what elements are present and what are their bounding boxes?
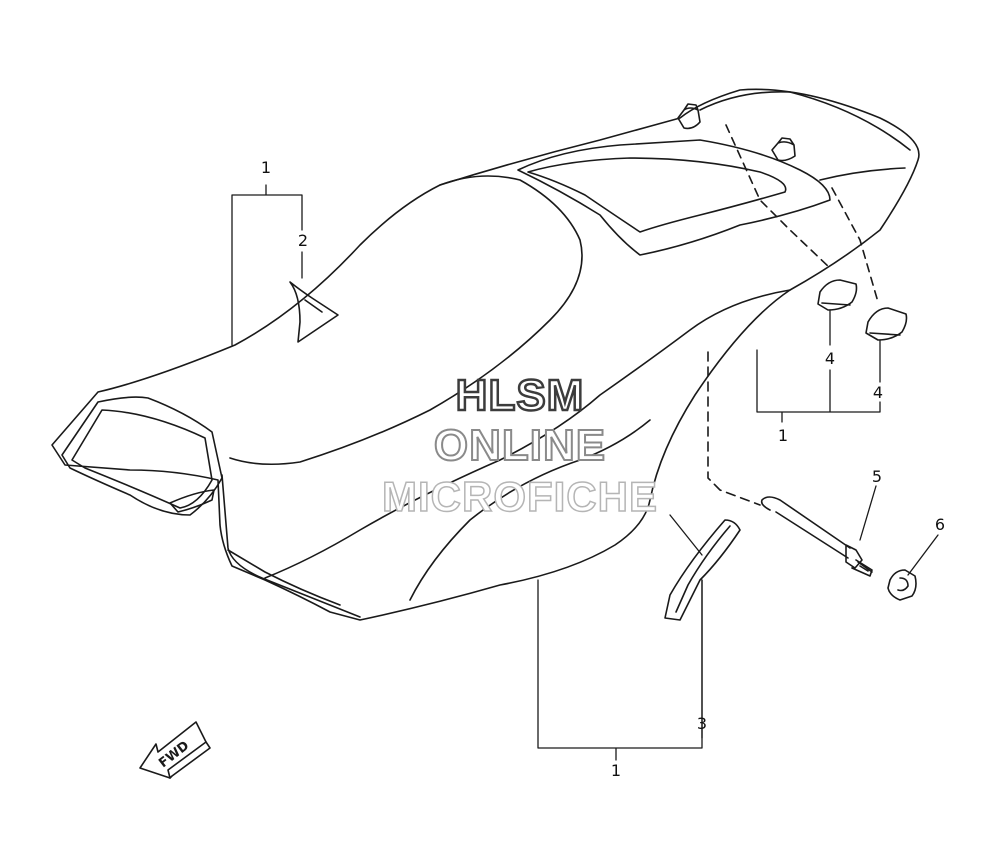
watermark-line-1: HLSM xyxy=(454,371,585,420)
callout-4-right: 4 xyxy=(872,383,884,402)
leader-3 xyxy=(669,514,703,739)
fwd-arrow-shape xyxy=(139,721,207,779)
rear-knob-right xyxy=(771,137,796,162)
pad-left xyxy=(817,279,858,311)
callout-5: 5 xyxy=(871,467,883,486)
seat-side-seam xyxy=(264,289,791,579)
callout-6: 6 xyxy=(934,515,946,534)
watermark-line-2: ONLINE xyxy=(433,421,607,470)
fwd-arrow: FWD xyxy=(139,721,211,779)
hook-bolt xyxy=(760,496,873,577)
pad-leader-a xyxy=(725,124,831,269)
bracket-1-left xyxy=(231,184,303,346)
bracket-1-right xyxy=(756,309,881,423)
callout-3: 3 xyxy=(696,714,708,733)
watermark-line-3: MICROFICHE xyxy=(381,473,658,520)
seat-front-tab xyxy=(169,489,215,513)
seat-front-opening xyxy=(61,396,223,516)
fwd-arrow-shadow xyxy=(169,741,211,779)
leader-6 xyxy=(907,534,939,576)
nut xyxy=(887,569,917,601)
seat-cutout xyxy=(289,281,339,343)
strap xyxy=(664,519,741,621)
callout-2: 2 xyxy=(297,231,309,250)
hook-leader xyxy=(707,351,761,506)
callout-4-left: 4 xyxy=(824,349,836,368)
seat-side-lower-seam xyxy=(409,419,651,601)
seat-body-outline xyxy=(51,88,920,621)
callout-1-bottom: 1 xyxy=(610,761,622,780)
pad-right xyxy=(865,307,908,341)
leader-5 xyxy=(859,485,877,541)
hook-bolt-thread xyxy=(857,561,873,573)
seat-rear-hump xyxy=(699,91,911,181)
seat-side-piping xyxy=(221,474,361,618)
rear-knob-left xyxy=(677,103,701,130)
seat-top-seam xyxy=(229,175,583,466)
seat-front-inner xyxy=(71,409,213,509)
callout-1-right: 1 xyxy=(777,426,789,445)
callout-1-top: 1 xyxy=(260,158,272,177)
seat-rear-cushion xyxy=(517,139,831,256)
pad-leader-b xyxy=(831,187,879,303)
seat-rear-cushion-inner xyxy=(527,157,787,233)
